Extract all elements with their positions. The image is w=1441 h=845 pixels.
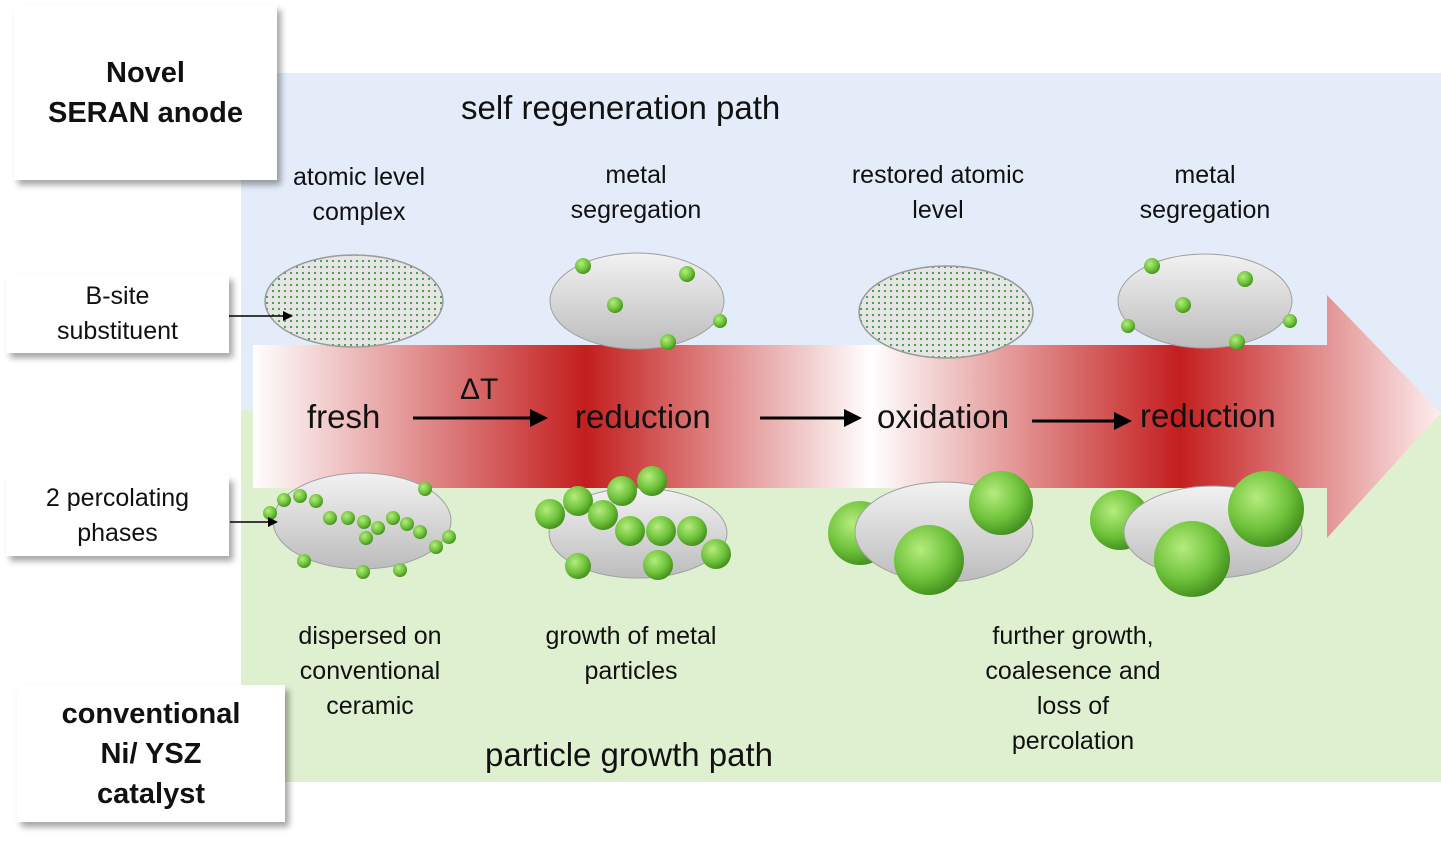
stage-arrows — [413, 409, 1132, 430]
bottom-label-dispersed: dispersed on conventional ceramic — [298, 622, 442, 720]
metal-particle — [1144, 258, 1160, 274]
metal-particle — [1237, 271, 1253, 287]
top-label-atomic-level-complex: atomic level complex — [293, 163, 425, 226]
restored-atomic-ellipse — [858, 265, 1034, 359]
dispersed-ceramic-ellipse — [263, 472, 456, 579]
novel-seran-title: Novel SERAN anode — [14, 5, 277, 180]
metal-particle — [1229, 334, 1245, 350]
conventional-catalyst-title: conventional Ni/ YSZ catalyst — [17, 685, 285, 822]
stage-reduction-1: reduction — [575, 398, 711, 435]
b-site-substituent-callout: B-site substituent — [6, 275, 229, 353]
self-regeneration-path-title: self regeneration path — [461, 89, 781, 126]
metal-particle — [575, 258, 591, 274]
metal-particle — [679, 266, 695, 282]
metal-segregation-ellipse-2 — [1117, 253, 1297, 350]
metal-particle — [660, 334, 676, 350]
top-label-restored-atomic-level: restored atomic level — [851, 161, 1025, 224]
percolating-phases-callout: 2 percolating phases — [6, 476, 229, 556]
metal-particle — [1283, 314, 1297, 328]
bottom-label-growth: growth of metal particles — [545, 622, 717, 685]
metal-particle — [607, 297, 623, 313]
metal-segregation-ellipse-1 — [549, 252, 727, 350]
stage-fresh: fresh — [307, 398, 381, 435]
delta-t-label: ΔT — [460, 373, 499, 406]
metal-particle — [1121, 319, 1135, 333]
top-label-metal-segregation-2: metal segregation — [1139, 161, 1271, 224]
particle-growth-path-title: particle growth path — [485, 736, 773, 773]
metal-particle — [1175, 297, 1191, 313]
coalescence-ellipse-1 — [828, 471, 1034, 595]
stage-reduction-2: reduction — [1140, 397, 1276, 434]
coalescence-ellipse-2 — [1090, 471, 1304, 597]
bottom-label-coalesence: further growth, coalesence and loss of p… — [985, 622, 1161, 755]
metal-particle — [713, 314, 727, 328]
top-label-metal-segregation-1: metal segregation — [570, 161, 702, 224]
atomic-complex-ellipse — [264, 254, 444, 348]
growth-particles-ellipse — [535, 466, 731, 580]
stage-oxidation: oxidation — [877, 398, 1010, 435]
